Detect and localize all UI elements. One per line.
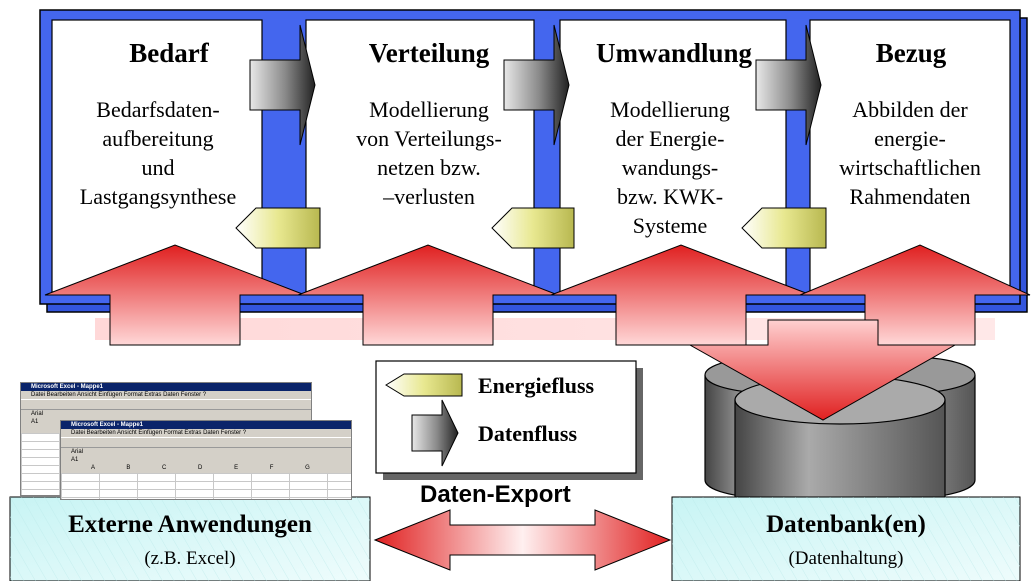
stage-desc-line: der Energie- [615,126,725,151]
stage-desc-line: und [141,155,175,180]
excel-col: E [234,465,239,471]
stage-desc-umwandlung: Modellierung der Energie- wandungs- bzw.… [570,95,770,240]
database-title: Datenbank(en) [766,511,926,538]
excel-window-front: Microsoft Excel - Mappe1 Datei Bearbeite… [60,420,352,500]
excel-col: D [198,465,203,471]
excel-title-bar: Microsoft Excel - Mappe1 [61,421,351,429]
stage-desc-line: aufbereitung [102,126,214,151]
excel-cell-ref: A1 [71,457,79,463]
legend-data-label: Datenfluss [478,421,578,446]
excel-grid [61,473,351,499]
excel-menu-bar: Datei Bearbeiten Ansicht Einfügen Format… [31,392,207,398]
excel-col: C [162,465,167,471]
excel-toolbar [21,399,311,410]
stage-desc-line: Systeme [632,213,708,238]
stage-desc-line: netzen bzw. [377,155,481,180]
excel-font-box: Arial [31,411,44,417]
stage-title-bezug: Bezug [875,38,947,68]
database-subtitle: (Datenhaltung) [788,548,904,569]
stage-desc-line: Bedarfsdaten- [96,97,220,122]
stage-desc-line: bzw. KWK- [616,184,724,209]
excel-col: G [305,465,310,471]
stage-desc-line: von Verteilungs- [356,126,502,151]
external-apps-title: Externe Anwendungen [68,511,312,538]
legend-energy-label: Energiefluss [478,373,595,398]
excel-col: F [269,465,274,471]
excel-title-bar: Microsoft Excel - Mappe1 [21,383,311,391]
stage-desc-line: Rahmendaten [849,184,971,209]
excel-col: B [126,465,131,471]
excel-menu-bar: Datei Bearbeiten Ansicht Einfügen Format… [71,430,247,436]
excel-toolbar [61,437,351,448]
stage-desc-line: Lastgangsynthese [79,184,237,209]
excel-cell-ref: A1 [31,419,39,425]
stage-desc-verteilung: Modellierung von Verteilungs- netzen bzw… [329,95,529,211]
stage-desc-line: Modellierung [610,97,730,122]
stage-desc-line: energie- [874,126,946,151]
excel-font-box: Arial [71,449,84,455]
stage-desc-line: Modellierung [369,97,489,122]
excel-column-headers: A B C D E F G [61,464,351,472]
external-apps-subtitle: (z.B. Excel) [144,548,236,569]
stage-title-umwandlung: Umwandlung [595,38,753,68]
stage-desc-line: wirtschaftlichen [839,155,981,180]
excel-col: A [91,465,95,471]
stage-title-verteilung: Verteilung [368,38,490,68]
stage-desc-line: Abbilden der [852,97,968,122]
stage-desc-bedarf: Bedarfsdaten- aufbereitung und Lastgangs… [58,95,258,211]
stage-desc-line: –verlusten [383,184,475,209]
stage-desc-bezug: Abbilden der energie- wirtschaftlichen R… [810,95,1010,211]
stage-desc-line: wandungs- [621,155,719,180]
stage-title-bedarf: Bedarf [129,38,209,68]
data-export-label: Daten-Export [420,481,571,508]
